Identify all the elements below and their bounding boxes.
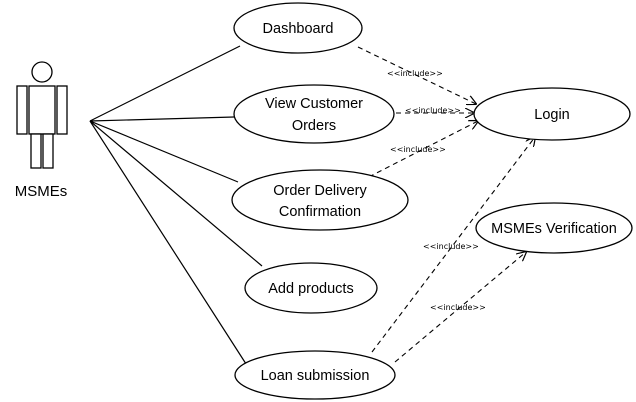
use-case-view-orders-line1: View Customer: [265, 96, 363, 112]
actor-right-leg: [42, 133, 54, 169]
include-labels: <<include>> <<include>> <<include>> <<in…: [387, 69, 486, 312]
use-case-loan-submission: Loan submission: [234, 350, 396, 400]
use-case-login: Login: [473, 87, 631, 141]
include-order-delivery-login: [360, 121, 478, 182]
use-case-add-products-ellipse: [244, 262, 378, 314]
actor-body: [28, 85, 56, 135]
association-view-orders: [89, 116, 235, 122]
include-label-view-orders: <<include>>: [405, 106, 461, 115]
include-label-dashboard: <<include>>: [387, 69, 443, 78]
association-dashboard: [89, 45, 241, 122]
association-add-products: [89, 120, 263, 267]
use-case-dashboard: Dashboard: [233, 2, 363, 54]
actor-left-leg: [30, 133, 42, 169]
include-label-loan-verification: <<include>>: [430, 303, 486, 312]
use-case-add-products: Add products: [244, 262, 378, 314]
use-case-msme-verification-label: MSMEs Verification: [491, 221, 617, 237]
association-order-delivery: [89, 120, 239, 183]
actor-right-arm: [56, 85, 68, 135]
use-case-dashboard-label: Dashboard: [263, 21, 334, 37]
use-case-loan-submission-label: Loan submission: [261, 368, 370, 384]
actor-left-arm: [16, 85, 28, 135]
use-case-order-delivery-line2: Confirmation: [279, 204, 361, 220]
use-case-order-delivery-ellipse: [231, 169, 409, 231]
use-case-view-orders: View Customer Orders: [233, 84, 395, 144]
include-dashboard-login: [357, 46, 476, 104]
include-loan-verification: [394, 252, 526, 363]
use-case-login-ellipse: [473, 87, 631, 141]
association-loan-submission: [89, 120, 249, 368]
actor-head: [31, 61, 53, 83]
actor-msmes: MSMEs: [15, 61, 68, 200]
use-case-loan-submission-ellipse: [234, 350, 396, 400]
use-case-login-label: Login: [534, 107, 569, 123]
use-case-add-products-label: Add products: [268, 281, 353, 297]
use-case-order-delivery: Order Delivery Confirmation: [231, 169, 409, 231]
use-case-view-orders-ellipse: [233, 84, 395, 144]
use-case-order-delivery-line1: Order Delivery: [273, 183, 367, 199]
actor-label: MSMEs: [15, 183, 68, 200]
use-case-msme-verification-ellipse: [475, 202, 633, 254]
use-case-msme-verification: MSMEs Verification: [475, 202, 633, 254]
use-case-view-orders-line2: Orders: [292, 118, 336, 134]
associations: [89, 45, 263, 368]
include-relations: [357, 46, 535, 363]
use-case-dashboard-ellipse: [233, 2, 363, 54]
include-label-loan-login: <<include>>: [423, 242, 479, 251]
include-label-order-delivery: <<include>>: [390, 145, 446, 154]
